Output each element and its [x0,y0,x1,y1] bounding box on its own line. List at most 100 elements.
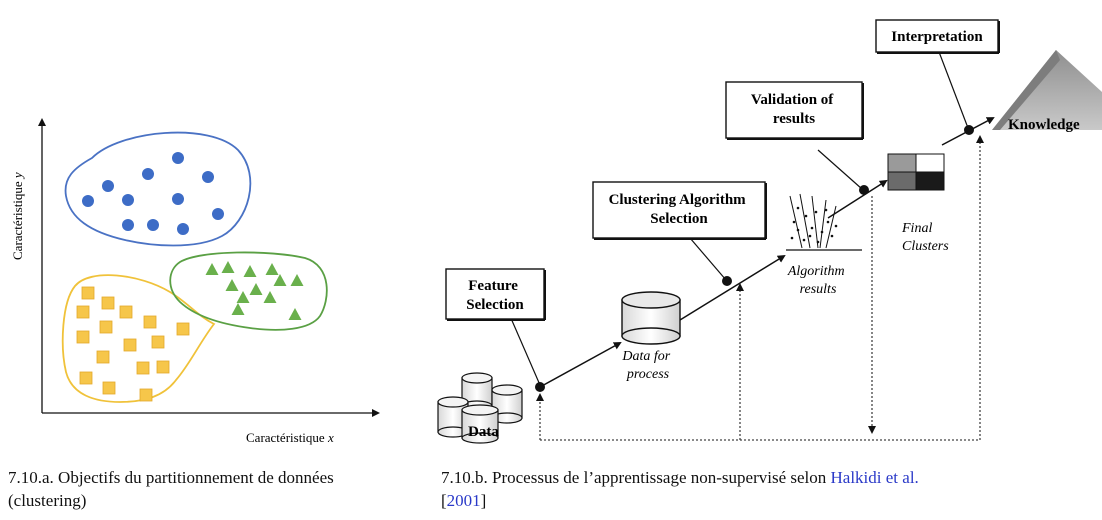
data-for-process-label: Data for process [621,349,673,382]
green-point [290,274,304,286]
connector-clustering [689,237,727,281]
svg-text:Validation of results: Validation of results [751,92,837,127]
blue-point [202,171,214,183]
clustering-algorithm-box: Clustering Algorithm Selection [592,181,767,240]
knowledge-pyramid-icon [992,50,1102,130]
process-dot-interpretation [964,125,974,135]
yellow-point [102,381,116,395]
green-point [225,279,239,291]
connector-validation [817,149,863,190]
green-point [236,291,250,303]
x-axis-label-text: Caractéristique [246,430,325,445]
algorithm-results-icon [786,193,862,251]
yellow-point [123,338,137,352]
blue-cluster-outline [64,131,252,247]
process-diagram: Data Data for process [437,19,1102,444]
x-axis-label: Caractéristique x [246,430,334,445]
yellow-point [136,361,150,375]
validation-line2: results [773,111,815,127]
data-label: Data [468,424,499,440]
feature-selection-line1: Feature [468,278,518,294]
y-axis-label-var: y [10,172,25,180]
interpretation-box: Interpretation [875,19,1000,54]
data-for-process-line2: process [626,367,670,382]
final-clusters-line1: Final [901,221,932,236]
process-arrow-3 [827,179,888,219]
y-axis-label: Caractéristique y [10,172,25,260]
svg-text:Clustering Algorithm S: Clustering Algorithm Selection [609,192,750,227]
clustering-algorithm-line2: Selection [650,211,708,227]
green-point [263,291,277,303]
yellow-point [96,350,110,364]
yellow-point [119,305,133,319]
process-dot-validation [859,185,869,195]
process-arrow-1 [539,342,622,388]
yellow-point [101,296,115,310]
caption-right-text: 7.10.b. Processus de l’apprentissage non… [441,468,827,487]
blue-point [172,193,184,205]
feature-selection-box: Feature Selection [445,268,546,321]
blue-point [177,223,189,235]
connector-feature [509,315,541,386]
knowledge-label: Knowledge [1008,117,1080,133]
yellow-cluster-points [76,286,190,402]
connector-interpretation [935,43,969,129]
green-point [265,263,279,275]
green-point [231,303,245,315]
validation-line1: Validation of [751,92,834,108]
yellow-point [156,360,170,374]
yellow-point [151,335,165,349]
process-dot-feature [535,382,545,392]
yellow-point [76,330,90,344]
blue-point [102,180,114,192]
blue-point [82,195,94,207]
caption-left: 7.10.a. Objectifs du partitionnement de … [8,468,334,510]
caption-bracket-open: [ [441,491,447,510]
blue-cluster-points [82,152,224,235]
data-cylinders-icon: Data [437,372,523,444]
clustering-algorithm-line1: Clustering Algorithm [609,192,747,208]
yellow-point [176,322,190,336]
validation-box: Validation of results [725,81,864,140]
yellow-point [99,320,113,334]
process-arrow-2 [679,254,786,321]
final-clusters-line2: Clusters [902,239,949,254]
clustering-scatter-diagram: Caractéristique x Caractéristique y [10,118,380,445]
green-point [249,283,263,295]
yellow-point [81,286,95,300]
yellow-point [79,371,93,385]
green-point [243,265,257,277]
caption-year-link[interactable]: 2001 [446,491,481,510]
yellow-point [143,315,157,329]
green-point [288,308,302,320]
final-clusters-icon [887,153,945,191]
caption-citation-link[interactable]: Halkidi et al. [830,468,919,487]
svg-text:Feature Selection: Feature Selection [466,278,524,313]
blue-point [147,219,159,231]
final-clusters-label: Final Clusters [901,221,949,254]
yellow-cluster-outline [61,274,216,403]
blue-point [122,194,134,206]
algorithm-results-line1: Algorithm [787,264,845,279]
algorithm-results-label: Algorithm results [787,264,848,297]
data-for-process-line1: Data for [621,349,670,364]
green-cluster-points [205,261,304,320]
process-dot-clustering [722,276,732,286]
algorithm-results-line2: results [800,282,837,297]
feature-selection-line2: Selection [466,297,524,313]
yellow-point [76,305,90,319]
figure-canvas: Caractéristique x Caractéristique y [10,19,1102,445]
yellow-point [139,388,153,402]
green-point [273,274,287,286]
x-axis-label-var: x [327,430,334,445]
green-cluster-outline [169,251,328,331]
green-point [205,263,219,275]
blue-point [122,219,134,231]
caption-right: 7.10.b. Processus de l’apprentissage non… [441,466,1101,512]
blue-point [142,168,154,180]
y-axis-label-text: Caractéristique [10,181,25,260]
green-point [221,261,235,273]
caption-bracket-close: ] [480,491,487,510]
blue-point [212,208,224,220]
blue-point [172,152,184,164]
